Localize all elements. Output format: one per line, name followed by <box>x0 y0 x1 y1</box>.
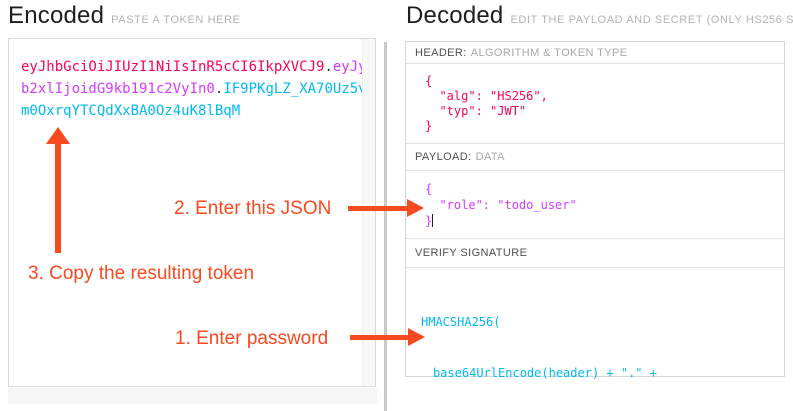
arrow-up-head <box>46 127 70 144</box>
verify-signature-bar: VERIFY SIGNATURE <box>406 238 784 268</box>
encoded-vertical-scrollbar[interactable] <box>362 39 375 386</box>
encoded-subtitle: PASTE A TOKEN HERE <box>111 14 241 26</box>
header-json-line: "typ": "JWT" <box>425 104 527 118</box>
decoded-panel-title-row: Decoded EDIT THE PAYLOAD AND SECRET (ONLY… <box>406 2 793 30</box>
payload-json-line: { <box>425 182 433 196</box>
decoded-subtitle: EDIT THE PAYLOAD AND SECRET (ONLY HS256 … <box>510 14 793 26</box>
header-json-line: { <box>425 74 433 88</box>
encoded-panel-title-row: Encoded PASTE A TOKEN HERE <box>8 2 241 30</box>
header-json-editor: { "alg": "HS256", "typ": "JWT"} <box>406 64 784 144</box>
encoded-horizontal-scrollbar[interactable] <box>8 388 377 404</box>
token-separator: . <box>214 81 224 97</box>
arrow-right-head-step2 <box>407 199 424 217</box>
header-json-line: } <box>425 119 433 133</box>
payload-section-bar: PAYLOAD: DATA <box>406 144 784 171</box>
verify-signature-label: VERIFY SIGNATURE <box>415 247 528 259</box>
token-separator: . <box>324 59 333 75</box>
header-section-label: HEADER: <box>415 46 467 59</box>
encoded-title: Encoded <box>8 2 105 29</box>
encoded-token-box[interactable]: eyJhbGciOiJIUzI1NiIsInR5cCI6IkpXVCJ9.eyJ… <box>8 38 376 387</box>
arrow-right-head-step1 <box>408 328 425 346</box>
header-section-bar: HEADER: ALGORITHM & TOKEN TYPE <box>406 42 784 64</box>
arrow-right-line-step1 <box>350 335 409 340</box>
token-header-segment: eyJhbGciOiJIUzI1NiIsInR5cCI6IkpXVCJ9 <box>21 59 325 75</box>
header-json-line: "alg": "HS256", <box>425 89 548 103</box>
annotation-step3: 3. Copy the resulting token <box>28 263 255 284</box>
encoded-token-text[interactable]: eyJhbGciOiJIUzI1NiIsInR5cCI6IkpXVCJ9.eyJ… <box>21 56 373 122</box>
signature-code-line: HMACSHA256( <box>421 315 501 329</box>
decoded-title: Decoded <box>406 2 504 29</box>
text-caret <box>432 214 434 227</box>
token-signature-segment: IF9PKgLZ_XA70Uz5vm0OxrqYTCQdXxBA0Oz4uK8l… <box>21 81 367 119</box>
annotation-step2: 2. Enter this JSON <box>174 198 332 219</box>
decoded-box: HEADER: ALGORITHM & TOKEN TYPE { "alg": … <box>405 41 785 380</box>
header-section-sublabel: ALGORITHM & TOKEN TYPE <box>470 46 628 59</box>
token-payload-segment: eyJyb2xlIjoidG9kb191c2VyIn0 <box>21 59 367 97</box>
payload-json-editor[interactable]: { "role": "todo_user"} <box>406 171 784 238</box>
annotation-step1: 1. Enter password <box>175 328 329 349</box>
panel-divider <box>384 42 387 411</box>
payload-section-sublabel: DATA <box>475 151 505 163</box>
signature-code-line: base64UrlEncode(header) + "." + <box>433 366 657 380</box>
payload-section-label: PAYLOAD: <box>415 151 472 163</box>
signature-code-block: HMACSHA256( base64UrlEncode(header) + ".… <box>406 268 784 411</box>
payload-json-line: "role": "todo_user" <box>425 198 577 212</box>
payload-json-line: } <box>425 214 434 228</box>
arrow-right-line-step2 <box>348 206 408 211</box>
arrow-up-stem <box>55 143 61 253</box>
